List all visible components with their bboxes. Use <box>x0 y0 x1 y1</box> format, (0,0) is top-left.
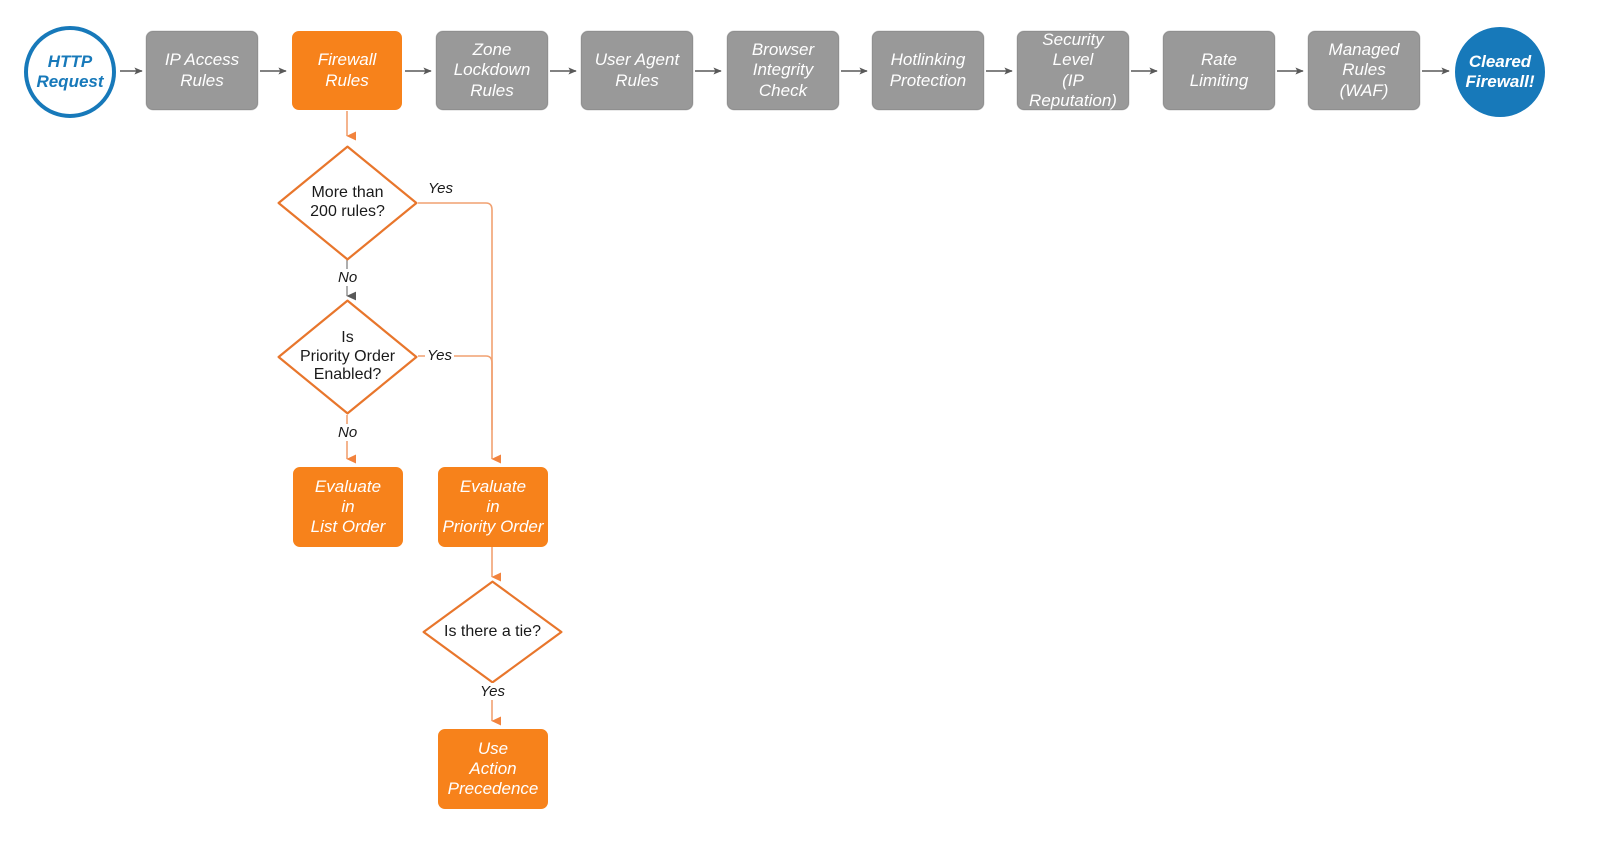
node-cleared-firewall[interactable]: Cleared Firewall! <box>1455 27 1545 117</box>
node-http-request[interactable]: HTTP Request <box>24 26 116 118</box>
diamond-shape <box>422 580 563 684</box>
node-rate-limiting[interactable]: Rate Limiting <box>1163 31 1275 110</box>
edge-label-yes-200-rules: Yes <box>426 180 456 197</box>
edge-label-no-200-rules: No <box>336 269 360 286</box>
diamond-shape <box>277 145 418 261</box>
node-user-agent-rules[interactable]: User Agent Rules <box>581 31 693 110</box>
decision-label: Is there a tie? <box>444 622 541 640</box>
diamond-shape <box>277 299 418 415</box>
node-label: Evaluate in Priority Order <box>442 476 544 537</box>
node-label: Hotlinking Protection <box>889 50 967 90</box>
node-label: Cleared Firewall! <box>1465 51 1535 91</box>
node-zone-lockdown-rules[interactable]: Zone Lockdown Rules <box>436 31 548 110</box>
node-label: Zone Lockdown Rules <box>453 40 531 100</box>
node-ip-access-rules[interactable]: IP Access Rules <box>146 31 258 110</box>
node-security-level[interactable]: Security Level (IP Reputation) <box>1017 30 1129 110</box>
node-label: User Agent Rules <box>594 50 680 90</box>
node-managed-rules-waf[interactable]: Managed Rules (WAF) <box>1308 31 1420 110</box>
node-browser-integrity-check[interactable]: Browser Integrity Check <box>727 31 839 110</box>
node-use-action-precedence[interactable]: Use Action Precedence <box>438 729 548 809</box>
edge-yes-priority-order <box>418 355 493 430</box>
decision-label: Is Priority Order Enabled? <box>299 328 396 384</box>
node-hotlinking-protection[interactable]: Hotlinking Protection <box>872 31 984 110</box>
node-label: Firewall Rules <box>317 50 377 90</box>
decision-is-there-a-tie[interactable]: Is there a tie? <box>422 580 563 684</box>
edge-label-yes-tie: Yes <box>478 683 508 700</box>
decision-is-priority-order-enabled[interactable]: Is Priority Order Enabled? <box>277 299 418 415</box>
node-label: Evaluate in List Order <box>310 476 386 537</box>
node-label: Browser Integrity Check <box>751 40 815 100</box>
node-label: IP Access Rules <box>164 50 240 90</box>
node-label: HTTP Request <box>36 51 104 91</box>
node-firewall-rules[interactable]: Firewall Rules <box>292 31 402 110</box>
node-label: Managed Rules (WAF) <box>1328 40 1400 100</box>
node-evaluate-in-list-order[interactable]: Evaluate in List Order <box>293 467 403 547</box>
node-evaluate-in-priority-order[interactable]: Evaluate in Priority Order <box>438 467 548 547</box>
node-label: Security Level (IP Reputation) <box>1029 30 1117 110</box>
node-label: Rate Limiting <box>1189 50 1249 90</box>
edge-label-no-priority-order: No <box>336 424 360 441</box>
node-label: Use Action Precedence <box>447 738 539 799</box>
edge-label-yes-priority-order: Yes <box>425 347 455 364</box>
edge-yes-200-rules <box>418 202 502 464</box>
decision-more-than-200-rules[interactable]: More than 200 rules? <box>277 145 418 261</box>
decision-label: More than 200 rules? <box>310 184 385 220</box>
